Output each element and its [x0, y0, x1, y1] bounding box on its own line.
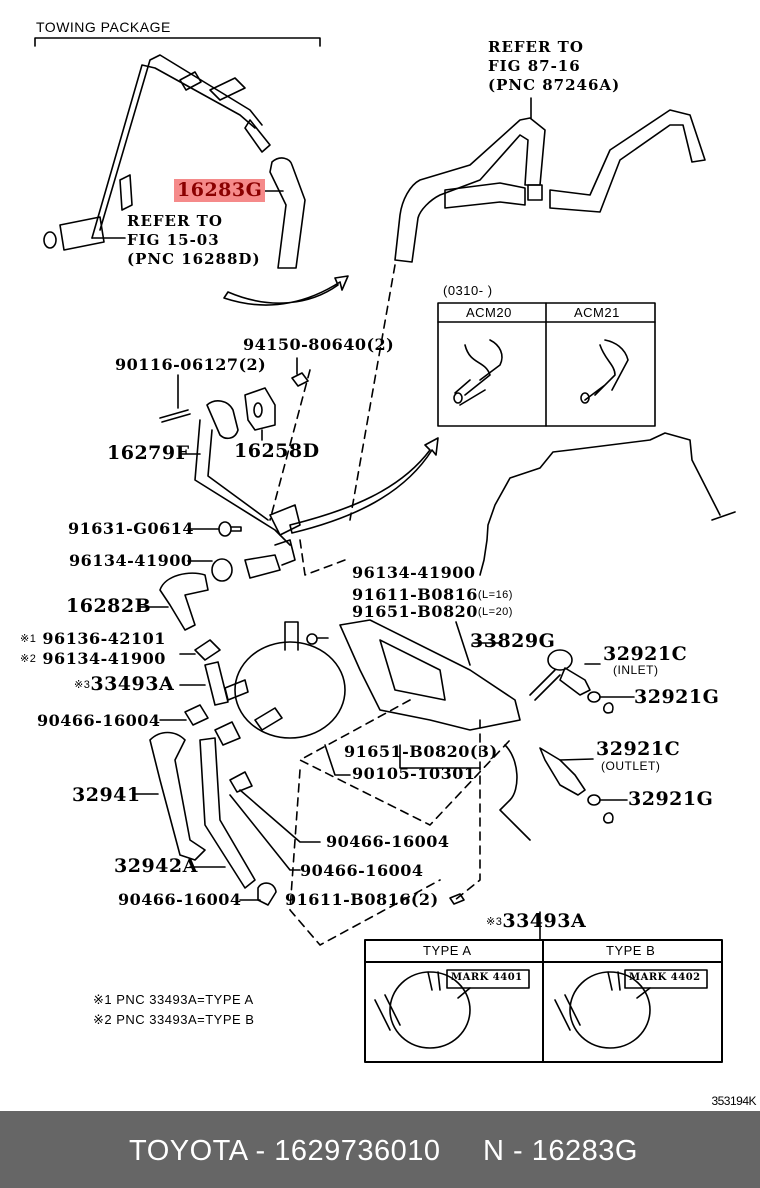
hose-32941	[132, 731, 206, 861]
reference-line2: FIG 15-03	[127, 231, 220, 249]
part-96134-41900-a[interactable]: 96134-41900	[69, 551, 193, 570]
towing-package-bracket	[34, 37, 321, 47]
part-96134-41900-b[interactable]: 96134-41900	[352, 563, 476, 582]
fitting-32921c-inlet	[529, 649, 635, 714]
part-32942a[interactable]: 32942A	[114, 855, 198, 877]
note-mark: ※3	[74, 679, 91, 691]
part-91651-b0820[interactable]: 91651-B0820(L=20)	[352, 604, 513, 620]
part-32941[interactable]: 32941	[72, 784, 141, 806]
part-33493a[interactable]: ※333493A	[74, 675, 174, 694]
part-91611-b0816-2[interactable]: 91611-B0816(2)	[285, 890, 439, 909]
part-91631-g0614[interactable]: 91631-G0614	[68, 519, 194, 538]
reference-line3: (PNC 16288D)	[127, 250, 261, 268]
towing-package-label: TOWING PACKAGE	[36, 19, 171, 35]
hose-16282b	[139, 572, 209, 631]
part-number: 91651-B0820	[352, 602, 478, 621]
reference-line3: (PNC 87246A)	[488, 76, 621, 94]
variant-column-acm20: ACM20	[466, 305, 512, 320]
curved-arrow-mid	[289, 437, 439, 534]
part-16258d[interactable]: 16258D	[234, 440, 320, 462]
part-32921g-a[interactable]: 32921G	[634, 686, 720, 708]
length-note: (L=20)	[477, 606, 513, 618]
curved-arrow-top	[223, 275, 349, 306]
part-number: 96136-42101	[42, 629, 166, 648]
footer-pnc: N - 16283G	[483, 1135, 638, 1167]
variant-table-frame	[437, 302, 656, 427]
part-33829g[interactable]: 33829G	[470, 630, 556, 652]
variant-column-acm21: ACM21	[574, 305, 620, 320]
clamps-lower	[159, 704, 277, 906]
figure-code: 353194K	[711, 1094, 756, 1108]
part-91611-b0816[interactable]: 91611-B0816(L=16)	[352, 587, 513, 603]
reference-line2: FIG 87-16	[488, 57, 581, 75]
bracket-33829g	[306, 619, 521, 731]
fitting-32921c-outlet	[539, 747, 628, 824]
part-90466-16004-d[interactable]: 90466-16004	[118, 890, 242, 909]
note-2: ※2 PNC 33493A=TYPE B	[93, 1012, 255, 1027]
part-96136-42101[interactable]: ※1 96136-42101	[20, 631, 166, 647]
type-b-header: TYPE B	[606, 943, 656, 958]
part-96134-41900-c[interactable]: ※2 96134-41900	[20, 651, 166, 667]
highlighted-part-16283g[interactable]: 16283G	[174, 179, 266, 202]
dashed-guide-lines	[269, 264, 511, 946]
part-number: 33493A	[502, 910, 587, 932]
variant-date-range: (0310- )	[443, 283, 493, 298]
reference-line1: REFER TO	[127, 212, 223, 230]
type-table-frame	[364, 939, 723, 1063]
reference-line1: REFER TO	[488, 38, 584, 56]
flange-assembly	[159, 357, 309, 546]
part-90105-10301[interactable]: 90105-10301	[352, 764, 476, 783]
part-32921c-inlet[interactable]: 32921C	[603, 643, 688, 665]
note-mark: ※1	[20, 633, 37, 645]
hose-16283g	[269, 157, 306, 269]
hose-32942a	[189, 737, 256, 889]
part-91651-b0820-3[interactable]: 91651-B0820(3)	[344, 742, 498, 761]
part-16279f[interactable]: 16279F	[107, 442, 190, 464]
note-mark: ※2	[20, 653, 37, 665]
mark-4402: MARK 4402	[629, 972, 701, 983]
parts-diagram	[34, 37, 736, 1063]
note-1: ※1 PNC 33493A=TYPE A	[93, 992, 254, 1007]
outlet-label: (OUTLET)	[601, 759, 661, 773]
mark-4401: MARK 4401	[451, 972, 523, 983]
part-number: 96134-41900	[42, 649, 166, 668]
engine-outline	[479, 432, 736, 841]
part-16282b[interactable]: 16282B	[66, 595, 152, 617]
footer-brand-part-number: TOYOTA - 1629736010	[129, 1135, 441, 1167]
part-90466-16004-a[interactable]: 90466-16004	[37, 711, 161, 730]
reference-fig-15-03: REFER TO FIG 15-03 (PNC 16288D)	[127, 212, 261, 269]
leader-lines-lower	[229, 744, 541, 941]
part-number: 91611-B0816	[352, 585, 478, 604]
part-32921c-outlet[interactable]: 32921C	[596, 738, 681, 760]
clamp-and-hose-96134	[187, 539, 296, 582]
note-mark: ※3	[486, 916, 503, 928]
footer-bar: TOYOTA - 1629736010 N - 16283G	[0, 1111, 760, 1188]
hose-assembly-87246a	[394, 97, 706, 263]
reference-fig-87-16: REFER TO FIG 87-16 (PNC 87246A)	[488, 38, 620, 95]
type-table-title[interactable]: ※333493A	[486, 912, 586, 931]
inlet-label: (INLET)	[613, 663, 659, 677]
part-number: 33493A	[90, 673, 175, 695]
part-90116-06127[interactable]: 90116-06127(2)	[115, 355, 267, 374]
type-a-header: TYPE A	[423, 943, 472, 958]
length-note: (L=16)	[477, 589, 513, 601]
towing-hose	[43, 54, 271, 251]
reservoir-33493a	[179, 621, 346, 739]
part-94150-80640[interactable]: 94150-80640(2)	[243, 335, 395, 354]
part-32921g-b[interactable]: 32921G	[628, 788, 714, 810]
bolt-91631	[187, 521, 242, 537]
part-90466-16004-c[interactable]: 90466-16004	[300, 861, 424, 880]
part-90466-16004-b[interactable]: 90466-16004	[326, 832, 450, 851]
